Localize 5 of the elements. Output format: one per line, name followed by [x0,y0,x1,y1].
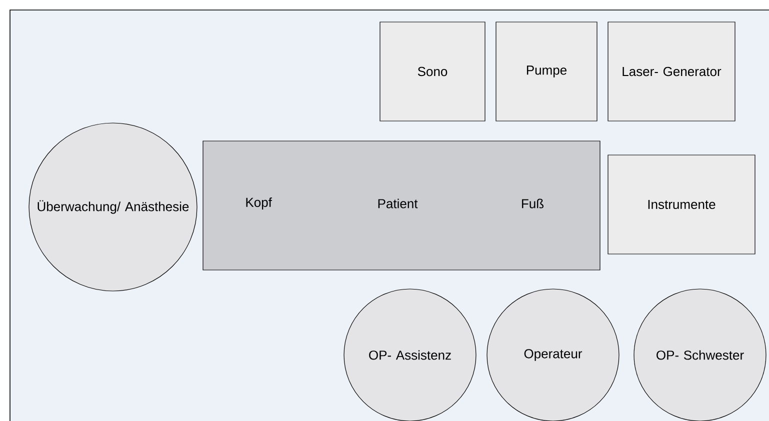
patient-table: Kopf Patient Fuß [202,140,600,270]
device-box: Sono [380,22,486,122]
device-box: Pumpe [496,22,598,122]
device-box: Laser- Generator [608,22,736,122]
device-box: Instrumente [608,154,756,254]
